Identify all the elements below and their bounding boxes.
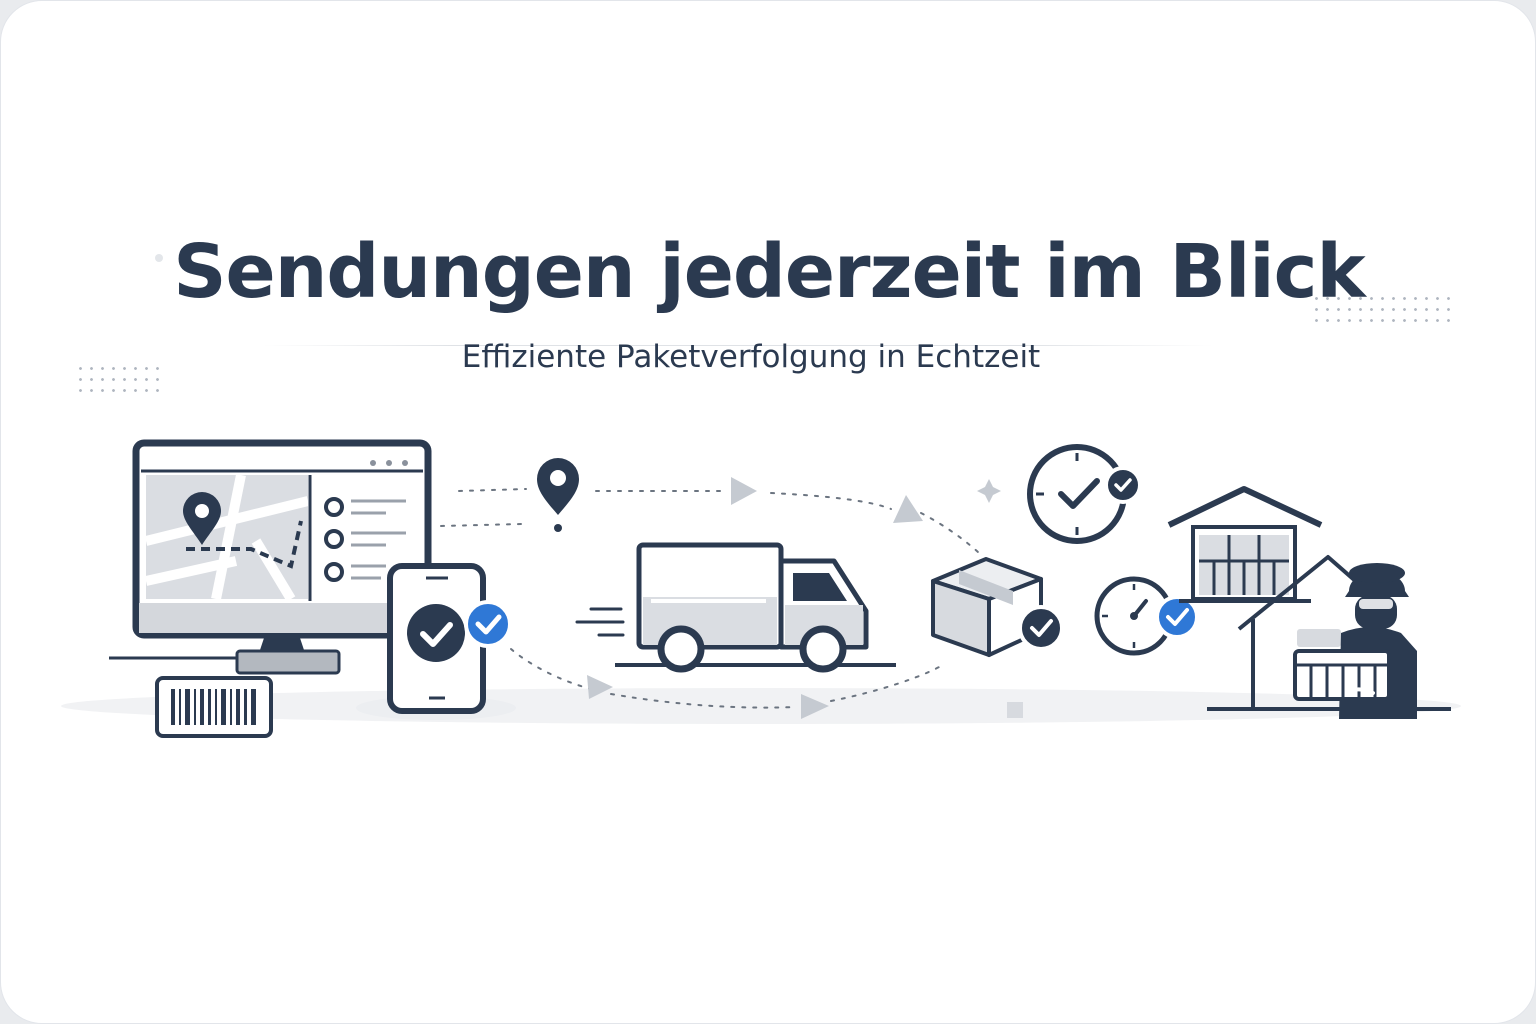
dot-grid-right xyxy=(1311,293,1456,323)
decor-square xyxy=(1007,702,1023,718)
stopwatch-check-icon xyxy=(1094,576,1199,656)
tracking-route xyxy=(440,488,980,709)
clock-check-icon xyxy=(1027,444,1142,544)
warehouse-icon xyxy=(1167,486,1323,603)
route-arrows xyxy=(587,477,923,719)
banner-subtitle: Effiziente Paketverfolgung in Echtzeit xyxy=(461,339,1041,375)
smartphone-check-icon xyxy=(356,563,516,720)
parcel-box-check-icon xyxy=(931,557,1064,657)
map-pin-icon xyxy=(537,458,579,532)
sparkle-icon xyxy=(977,479,1001,503)
delivery-truck-icon xyxy=(575,542,896,673)
monitor-map-icon xyxy=(109,439,432,675)
courier-with-parcel-icon xyxy=(1293,563,1417,719)
banner-title: Sendungen jederzeit im Blick xyxy=(173,229,1366,315)
barcode-label-icon xyxy=(155,676,273,738)
decor-dot xyxy=(155,254,163,262)
subtitle-divider xyxy=(263,345,1213,346)
dot-grid-left xyxy=(75,363,167,399)
